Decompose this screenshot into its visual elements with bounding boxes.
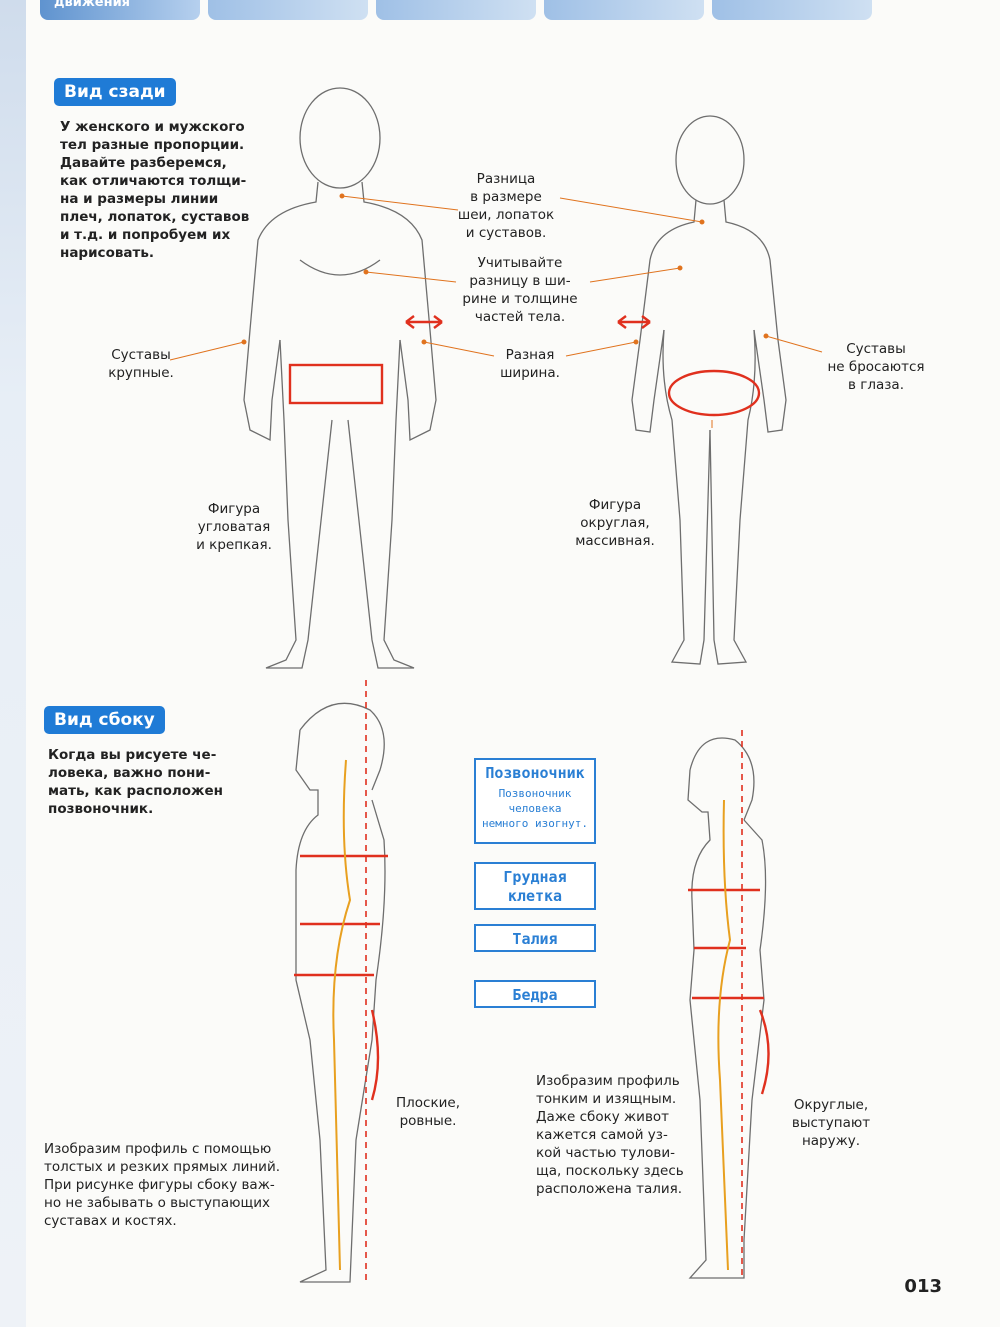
chapter-tab-5[interactable] (712, 0, 872, 20)
spine-box: Позвоночник Позвоночник человека немного… (474, 758, 596, 844)
page-number: 013 (904, 1276, 942, 1297)
spine-box-title: Позвоночник (485, 764, 585, 782)
vertical-axis-lines (365, 680, 743, 1280)
page-edge-strip (0, 0, 26, 1327)
side-view-intro: Когда вы рисуете че- ловека, важно пони-… (48, 747, 223, 817)
male-back-figure (243, 87, 437, 669)
back-view-intro: У женского и мужского тел разные пропорц… (60, 119, 250, 261)
annotation-flat: Плоские, ровные. (396, 1095, 460, 1129)
annotation-width-thickness: Учитывайте разницу в ши- рине и толщине … (462, 255, 578, 325)
annotation-different-width: Разная ширина. (500, 347, 560, 381)
chapter-tab-1[interactable]: движения (40, 0, 200, 20)
spine-box-description: Позвоночник человека немного изогнут. (482, 787, 588, 830)
male-side-figure (295, 702, 386, 1283)
hips-box-label: Бедра (512, 986, 558, 1004)
section-label-back-view: Вид сзади (54, 78, 176, 106)
spine-curves (332, 759, 732, 1271)
waist-box: Талия (474, 924, 596, 952)
chapter-tab-3[interactable] (376, 0, 536, 20)
annotation-joints-large: Суставы крупные. (108, 347, 174, 381)
annotation-female-figure: Фигура округлая, массивная. (575, 497, 655, 549)
chapter-tabs: движения (40, 0, 872, 20)
waist-box-label: Талия (512, 930, 558, 948)
male-side-description: Изобразим профиль с помощью толстых и ре… (44, 1141, 281, 1229)
annotation-neck-difference: Разница в размере шеи, лопаток и суставо… (457, 171, 555, 241)
hips-box: Бедра (474, 980, 596, 1008)
annotation-round: Округлые, выступают наружу. (791, 1097, 871, 1149)
chapter-tab-4[interactable] (544, 0, 704, 20)
leader-lines (169, 193, 823, 428)
female-side-figure (687, 737, 767, 1279)
section-label-side-view: Вид сбоку (44, 706, 165, 734)
chest-box: Грудная клетка (474, 862, 596, 910)
chest-box-label: Грудная клетка (503, 868, 567, 905)
chapter-tab-2[interactable] (208, 0, 368, 20)
female-back-figure (631, 115, 787, 665)
annotation-joints-subtle: Суставы не бросаются в глаза. (827, 341, 925, 393)
annotation-male-figure: Фигура угловатая и крепкая. (196, 501, 272, 553)
female-side-description: Изобразим профиль тонким и изящным. Даже… (536, 1073, 684, 1197)
